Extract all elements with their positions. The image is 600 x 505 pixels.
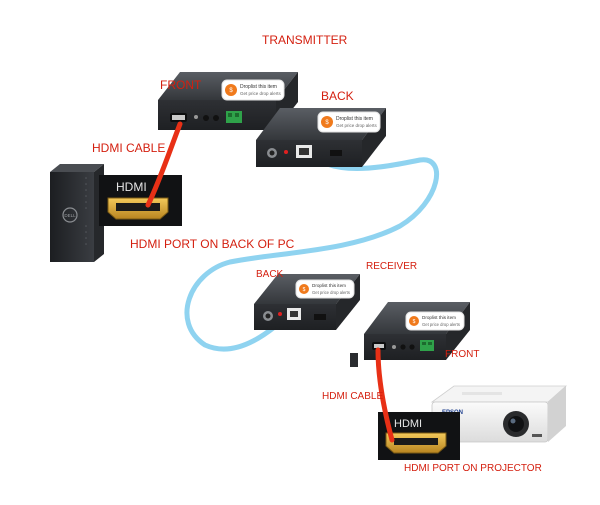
badge-subtitle: Get price drop alerts: [312, 290, 350, 295]
ethernet-cable: [184, 147, 440, 352]
droplist-badge[interactable]: $ Droplist this item Get price drop aler…: [317, 111, 381, 133]
badge-subtitle: Get price drop alerts: [336, 123, 378, 128]
label-receiver-back: BACK: [256, 269, 284, 280]
pc-tower: DELL: [50, 164, 104, 262]
svg-text:DELL: DELL: [64, 213, 76, 218]
hdmi-cable-projector: [375, 347, 395, 443]
badge-icon: $: [303, 287, 306, 293]
badge-title: Droplist this item: [240, 84, 277, 90]
pc-hdmi-port-panel: HDMI: [99, 175, 182, 226]
droplist-badge[interactable]: $ Droplist this item Get price drop aler…: [295, 279, 355, 299]
label-hdmi-cable-projector: HDMI CABLE: [322, 391, 384, 402]
hdmi-cable-pc: [145, 121, 183, 208]
badge-title: Droplist this item: [422, 315, 456, 320]
badge-title: Droplist this item: [336, 116, 373, 122]
pc-port-hdmi-label: HDMI: [116, 180, 147, 194]
droplist-badge[interactable]: $ Droplist this item Get price drop aler…: [221, 79, 285, 101]
badge-subtitle: Get price drop alerts: [240, 91, 282, 96]
badge-subtitle: Get price drop alerts: [422, 322, 460, 327]
badge-icon: $: [413, 319, 416, 325]
label-hdmi-port-projector: HDMI PORT ON PROJECTOR: [404, 463, 542, 474]
projector-port-hdmi-label: HDMI: [394, 418, 422, 430]
label-receiver-front: FRONT: [445, 349, 480, 360]
badge-icon: $: [325, 120, 329, 126]
label-transmitter: TRANSMITTER: [262, 33, 348, 47]
label-transmitter-back: BACK: [321, 89, 354, 103]
badge-title: Droplist this item: [312, 283, 346, 288]
label-hdmi-port-pc: HDMI PORT ON BACK OF PC: [130, 237, 295, 251]
badge-icon: $: [229, 88, 233, 94]
label-hdmi-cable-pc: HDMI CABLE: [92, 141, 166, 155]
droplist-badge[interactable]: $ Droplist this item Get price drop aler…: [405, 311, 465, 331]
label-receiver: RECEIVER: [366, 261, 418, 272]
label-transmitter-front: FRONT: [160, 78, 202, 92]
